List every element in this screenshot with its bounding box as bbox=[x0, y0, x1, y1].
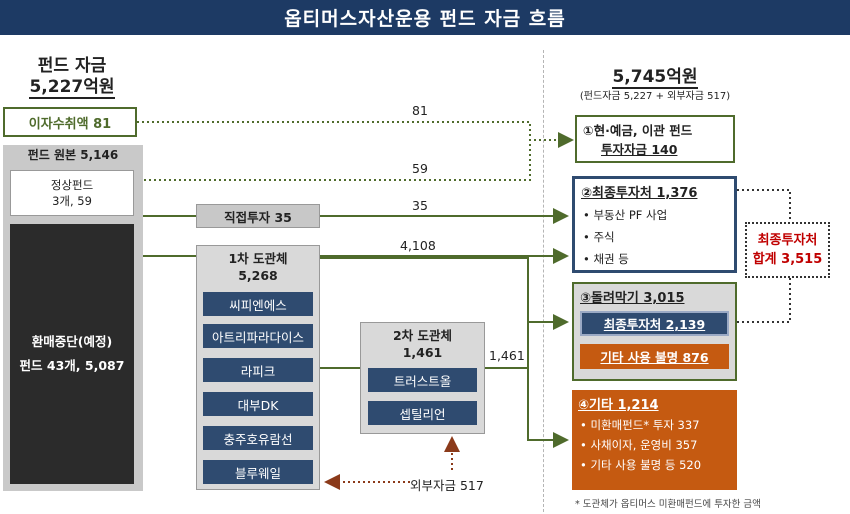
conduit2-item: 셉틸리언 bbox=[368, 401, 477, 425]
final-investment-item: • 채권 등 bbox=[583, 252, 629, 266]
normal-fund-box: 정상펀드 3개, 59 bbox=[10, 170, 134, 216]
final-investment-title: ②최종투자처 1,376 bbox=[581, 186, 698, 201]
ponzi-unknown-use: 기타 사용 불명 876 bbox=[580, 344, 729, 369]
left-heading: 펀드 자금 5,227억원 bbox=[10, 56, 134, 99]
normal-fund-label: 정상펀드 bbox=[50, 178, 94, 192]
conduit1-item: 충주호유람선 bbox=[203, 426, 313, 450]
other-item: • 미환매펀드* 투자 337 bbox=[580, 418, 700, 432]
flow-4108-label: 4,108 bbox=[400, 238, 436, 253]
principal-title: 펀드 원본 5,146 bbox=[27, 148, 119, 162]
left-heading-line1: 펀드 자금 bbox=[37, 56, 107, 76]
final-investment-total: 최종투자처 합계 3,515 bbox=[745, 222, 830, 278]
conduit1-item: 씨피엔에스 bbox=[203, 292, 313, 316]
conduit2-title: 2차 도관체 1,461 bbox=[360, 327, 485, 361]
ponzi-title: ③돌려막기 3,015 bbox=[580, 291, 685, 306]
suspended-fund-box: 환매중단(예정) 펀드 43개, 5,087 bbox=[10, 224, 134, 484]
right-heading-amount: 5,745억원 bbox=[612, 67, 698, 89]
flow-81-line bbox=[137, 121, 574, 148]
conduit1-item: 대부DK bbox=[203, 392, 313, 416]
ponzi-box: ③돌려막기 3,015 최종투자처 2,139 기타 사용 불명 876 bbox=[572, 282, 737, 381]
final-investment-box: ②최종투자처 1,376 • 부동산 PF 사업 • 주식 • 채권 등 bbox=[572, 176, 737, 273]
left-heading-amount: 5,227억원 bbox=[29, 77, 115, 99]
flow-conduit1-to-r3 bbox=[320, 257, 569, 330]
conduit1-title-label: 1차 도관체 bbox=[228, 251, 288, 266]
footnote: * 도관체가 옵티머스 미환매펀드에 투자한 금액 bbox=[575, 499, 761, 510]
right-heading: 5,745억원 bbox=[555, 62, 755, 89]
final-investment-item: • 부동산 PF 사업 bbox=[583, 208, 668, 222]
flow-81-label: 81 bbox=[412, 103, 428, 118]
conduit1-item: 아트리파라다이스 bbox=[203, 324, 313, 348]
other-box: ④기타 1,214 • 미환매펀드* 투자 337 • 사채이자, 운영비 35… bbox=[572, 390, 737, 490]
total-connector-bottom bbox=[737, 278, 791, 323]
flow-59-label: 59 bbox=[412, 161, 428, 176]
cash-deposit-label: ①현·예금, 이관 펀드 bbox=[583, 123, 693, 138]
conduit1-item: 라피크 bbox=[203, 358, 313, 382]
conduit1-item: 블루웨일 bbox=[203, 460, 313, 484]
direct-investment-box: 직접투자 35 bbox=[196, 204, 320, 228]
page-title: 옵티머스자산운용 펀드 자금 흐름 bbox=[0, 0, 850, 35]
total-label: 최종투자처 bbox=[757, 233, 818, 248]
total-amount: 합계 3,515 bbox=[752, 252, 823, 267]
total-connector-top bbox=[737, 189, 791, 222]
conduit2-title-label: 2차 도관체 bbox=[392, 328, 453, 343]
cash-deposit-box: ①현·예금, 이관 펀드 투자자금 140 bbox=[575, 115, 735, 163]
conduit2-amount: 1,461 bbox=[402, 345, 443, 360]
suspended-fund-value: 펀드 43개, 5,087 bbox=[19, 358, 125, 373]
final-investment-item: • 주식 bbox=[583, 230, 615, 244]
cash-deposit-amount: 투자자금 140 bbox=[601, 142, 678, 157]
suspended-fund-label: 환매중단(예정) bbox=[31, 334, 113, 349]
interest-box: 이자수취액 81 bbox=[3, 107, 137, 137]
section-divider bbox=[543, 50, 544, 512]
flow-35-label: 35 bbox=[412, 198, 428, 213]
conduit1-title: 1차 도관체 5,268 bbox=[196, 250, 320, 284]
normal-fund-value: 3개, 59 bbox=[52, 194, 92, 208]
flow-to-r4 bbox=[527, 368, 569, 448]
ponzi-final-investment: 최종투자처 2,139 bbox=[580, 311, 729, 336]
right-subheading: (펀드자금 5,227 + 외부자금 517) bbox=[579, 91, 731, 102]
flow-59-line bbox=[134, 140, 531, 181]
external-funds-label: 외부자금 517 bbox=[410, 478, 484, 493]
conduit1-amount: 5,268 bbox=[238, 268, 278, 283]
other-title: ④기타 1,214 bbox=[578, 398, 659, 413]
flow-1461-label: 1,461 bbox=[489, 348, 525, 363]
other-item: • 기타 사용 불명 등 520 bbox=[580, 458, 702, 472]
other-item: • 사채이자, 운영비 357 bbox=[580, 438, 698, 452]
conduit2-item: 트러스트올 bbox=[368, 368, 477, 392]
